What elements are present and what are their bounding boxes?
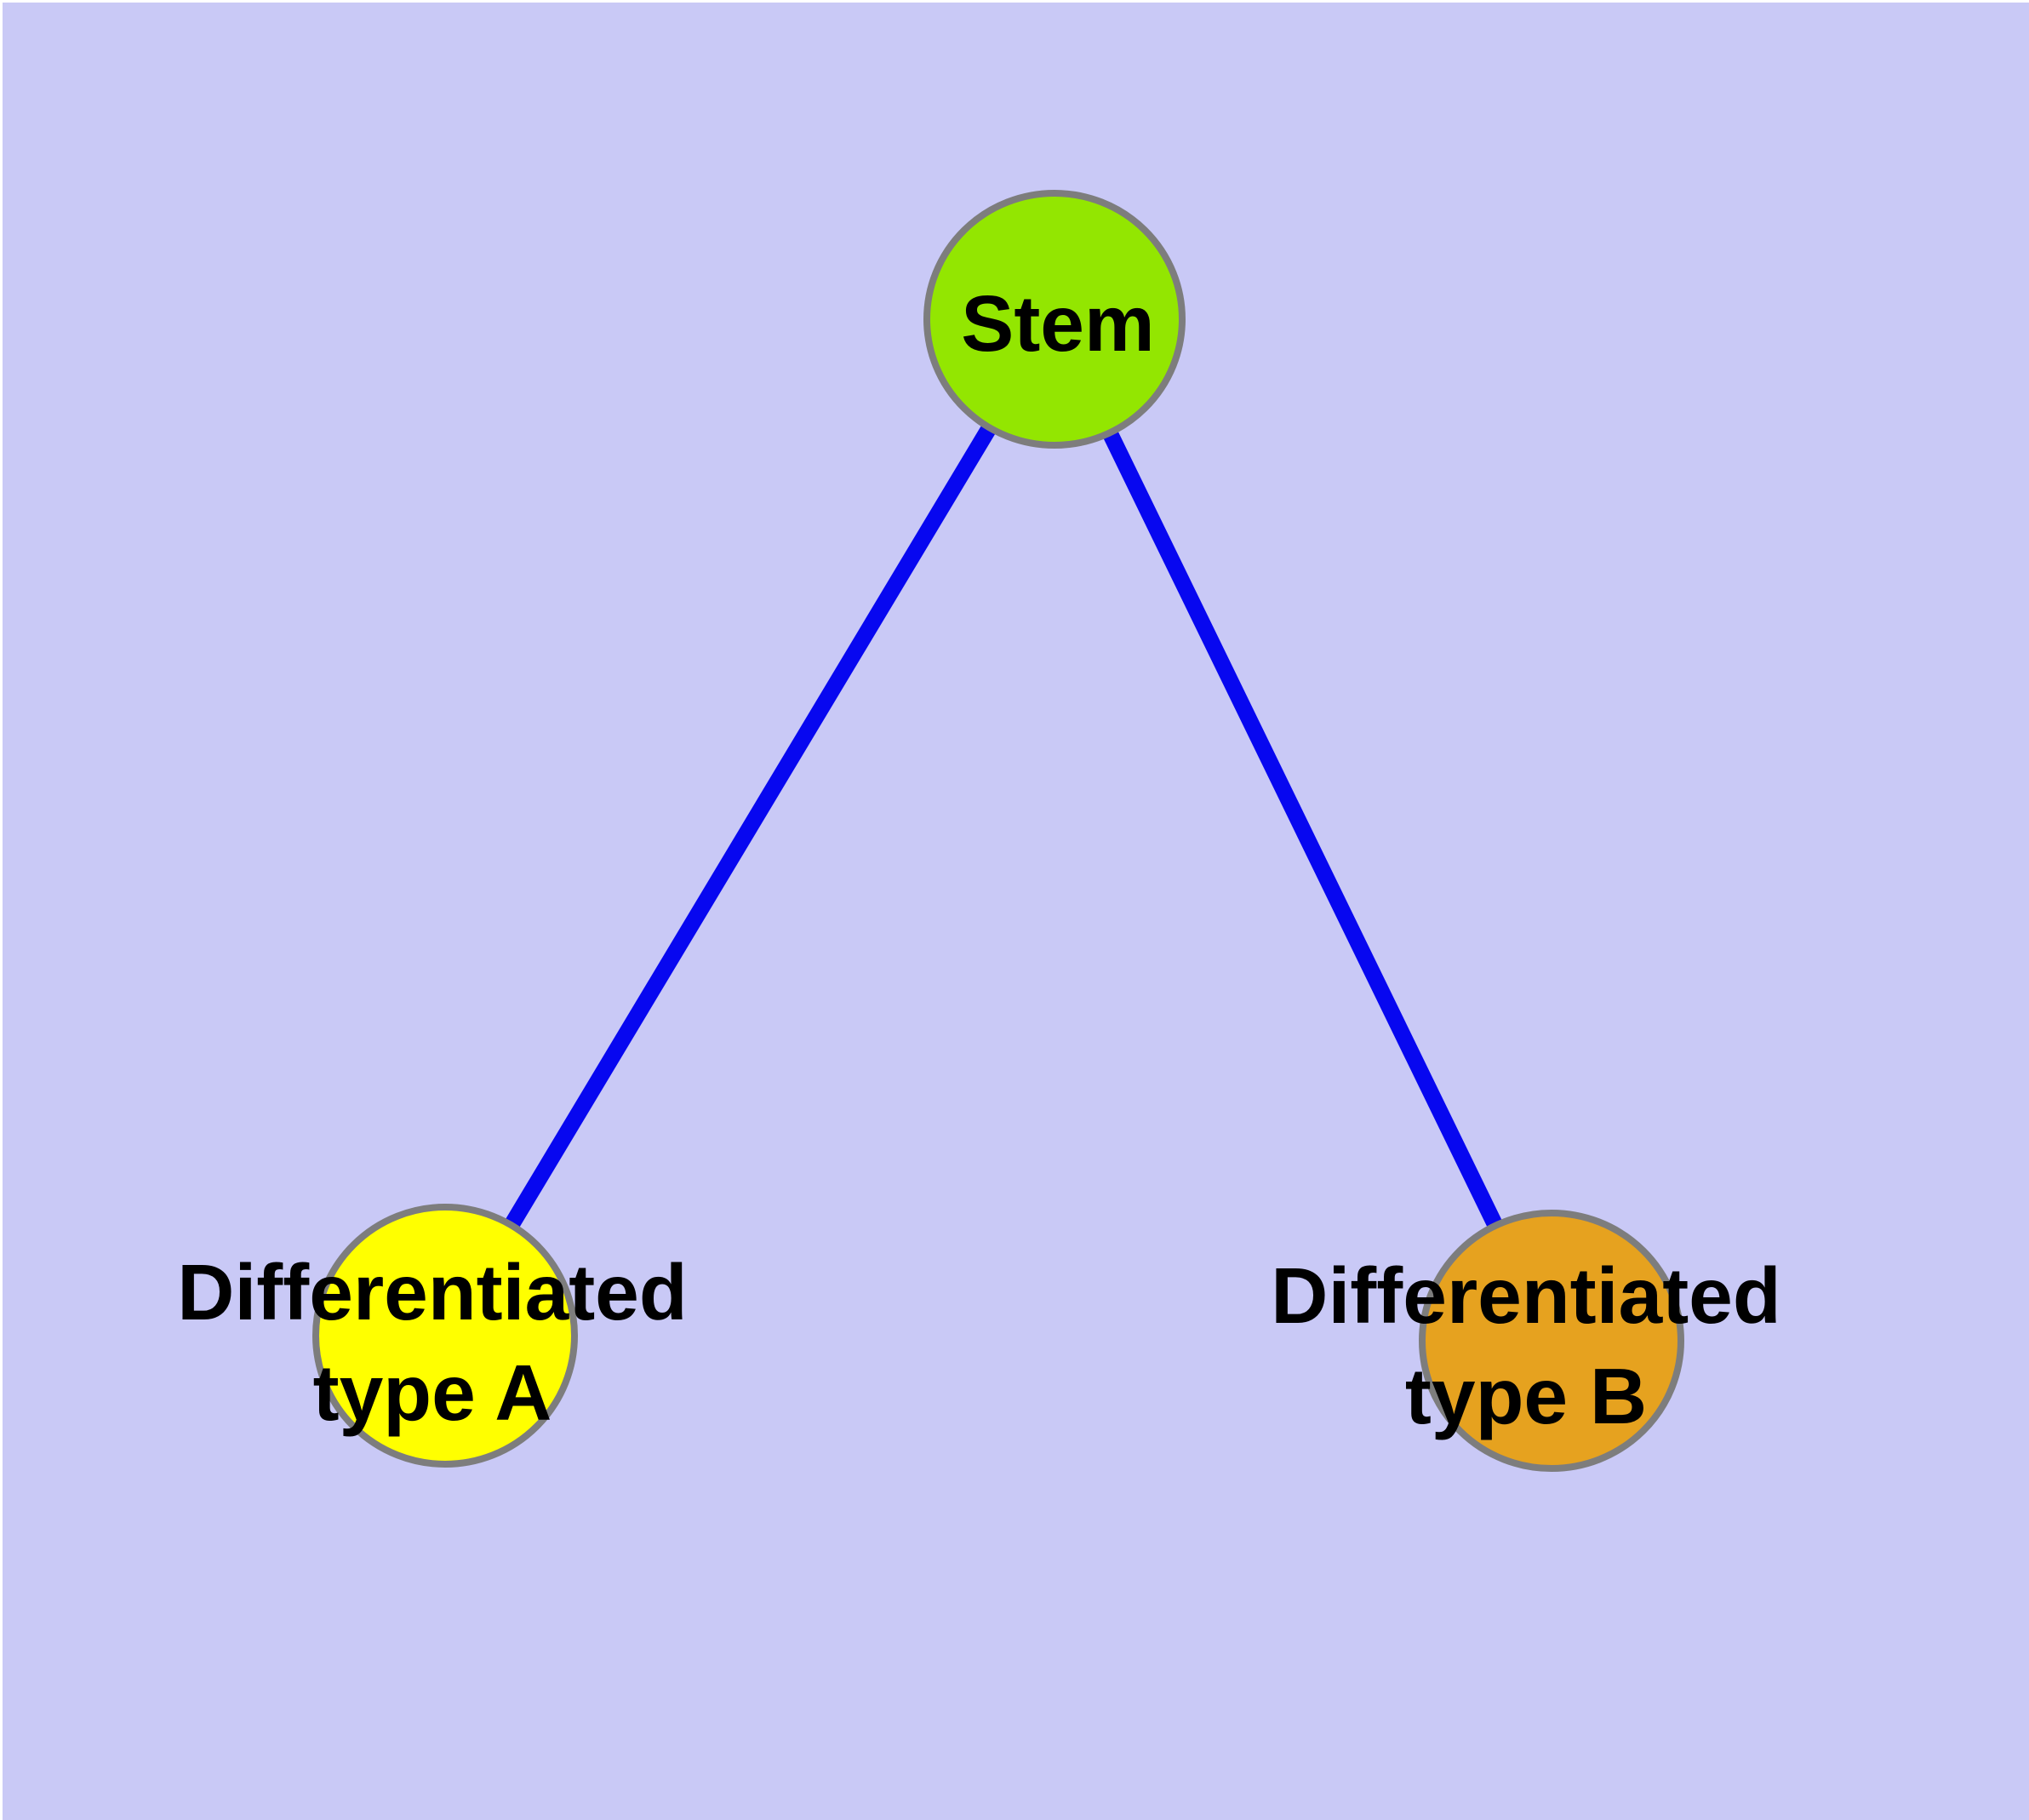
edge-stem-to-type-a bbox=[437, 315, 1062, 1340]
edge-stem-to-type-b bbox=[1047, 315, 1559, 1345]
node-type-b-label: Differentiated type B bbox=[1271, 1251, 1781, 1440]
node-type-a-circle bbox=[312, 1204, 578, 1468]
node-type-a-label: Differentiated type A bbox=[177, 1248, 688, 1437]
node-stem-circle bbox=[923, 190, 1186, 449]
node-stem-label: Stem bbox=[961, 279, 1155, 368]
node-type-b-circle bbox=[1419, 1210, 1684, 1472]
graph-svg bbox=[312, 190, 1684, 1472]
